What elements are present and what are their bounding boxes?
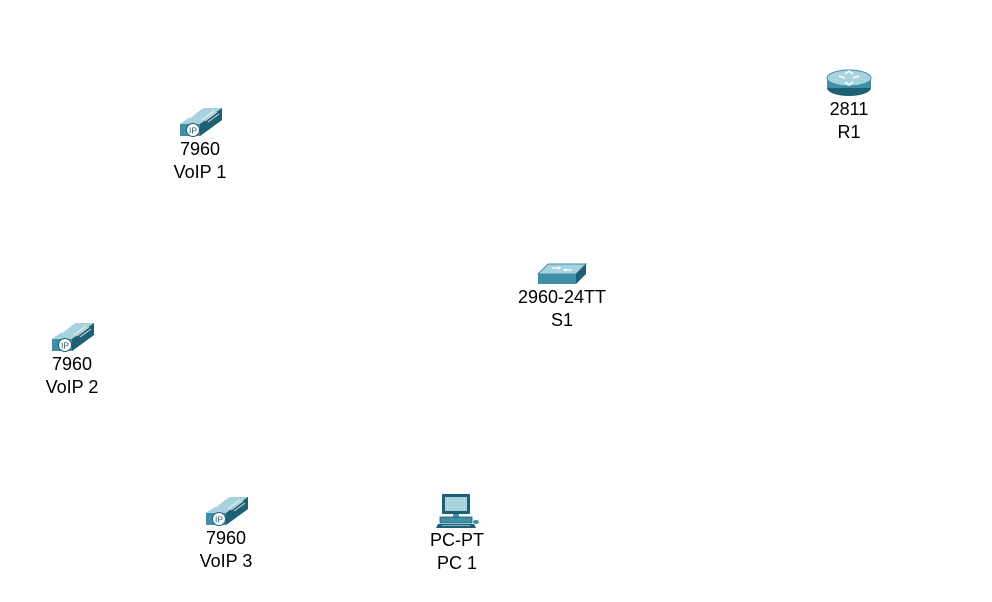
device-model-label: 2960-24TT	[517, 287, 607, 307]
svg-text:IP: IP	[215, 515, 223, 525]
device-model-label: 7960	[179, 139, 221, 159]
svg-text:IP: IP	[189, 126, 197, 136]
device-model-label: 2811	[829, 99, 869, 119]
ip-phone-icon: IP	[52, 321, 94, 352]
device-pc-pc1[interactable]: PC-PT PC 1	[397, 493, 517, 575]
ip-phone-icon: IP	[180, 106, 222, 137]
switch-icon	[536, 263, 588, 284]
device-router-r1[interactable]: 2811 R1	[789, 66, 909, 144]
device-model-label: PC-PT	[430, 530, 484, 550]
pc-icon	[436, 494, 479, 528]
device-ip-phone-voip2[interactable]: IP 7960 VoIP 2	[12, 317, 132, 399]
svg-text:IP: IP	[61, 341, 69, 351]
device-name-label: R1	[837, 122, 861, 142]
device-switch-s1[interactable]: 2960-24TT S1	[502, 260, 622, 332]
device-name-label: VoIP 3	[199, 551, 253, 571]
device-name-label: VoIP 2	[45, 377, 99, 397]
ip-phone-icon: IP	[206, 495, 248, 526]
device-model-label: 7960	[51, 354, 93, 374]
device-ip-phone-voip1[interactable]: IP 7960 VoIP 1	[140, 102, 260, 184]
device-name-label: S1	[550, 310, 574, 330]
router-icon	[826, 69, 872, 96]
device-ip-phone-voip3[interactable]: IP 7960 VoIP 3	[166, 491, 286, 573]
device-name-label: VoIP 1	[173, 162, 227, 182]
device-name-label: PC 1	[436, 553, 478, 573]
device-model-label: 7960	[205, 528, 247, 548]
